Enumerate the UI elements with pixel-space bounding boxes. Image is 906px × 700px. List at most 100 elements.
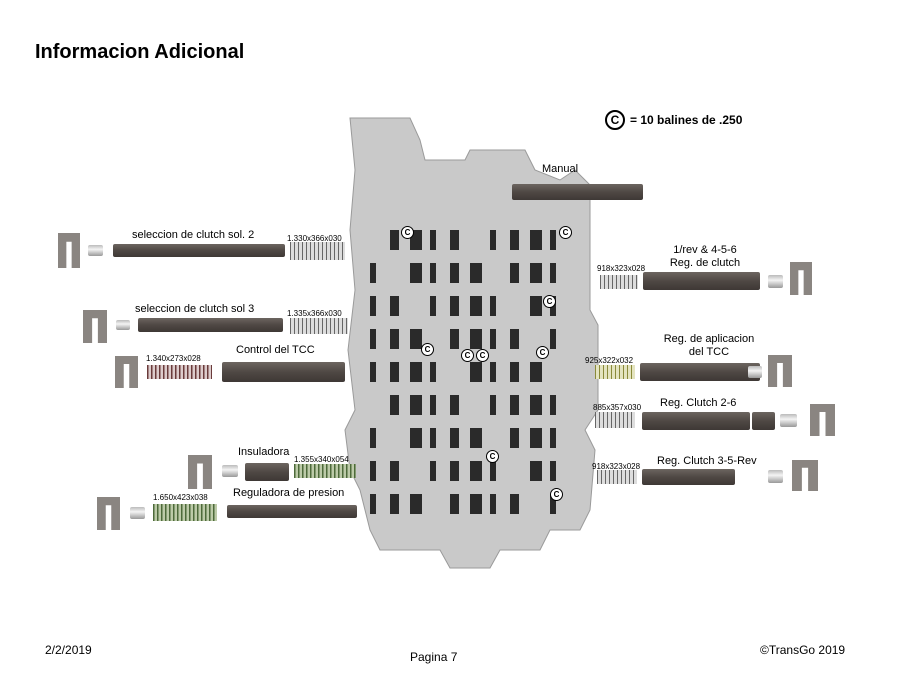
- valve-body-slot: [510, 494, 519, 514]
- valve-body-slot: [530, 395, 542, 415]
- valve-body-slot: [390, 230, 399, 250]
- spring-part: [290, 318, 348, 334]
- valve-body-slot: [470, 461, 482, 481]
- presion-label: Reguladora de presion: [233, 487, 345, 499]
- valve-body-slot: [370, 329, 376, 349]
- clip-part: [768, 355, 792, 387]
- spring-part: [147, 365, 212, 379]
- valve-body-slot: [550, 395, 556, 415]
- valve-body-slot: [530, 263, 542, 283]
- valve-body-slot: [530, 461, 542, 481]
- rev456-label-line2: Reg. de clutch: [669, 257, 741, 269]
- valve-body-slot: [530, 428, 542, 448]
- valve-body-slot: [370, 362, 376, 382]
- valve-part: [640, 363, 760, 381]
- sleeve-part: [748, 366, 762, 378]
- valve-body-slot: [390, 362, 399, 382]
- spring-part: [600, 275, 638, 289]
- valve-body-slot: [530, 230, 542, 250]
- valve-body-slot: [430, 428, 436, 448]
- valve-body-slot: [430, 362, 436, 382]
- footer-page: Pagina 7: [410, 650, 458, 664]
- valve-body-slot: [430, 263, 436, 283]
- check-ball-icon: C: [461, 349, 474, 362]
- valve-body-slot: [550, 428, 556, 448]
- valve-body-slot: [390, 494, 399, 514]
- valve-body-slot: [470, 428, 482, 448]
- check-ball-icon: C: [476, 349, 489, 362]
- tcc-apply-spring-spec: 925x322x032: [585, 356, 634, 365]
- insuladora-spring-spec: 1.355x340x054: [294, 455, 349, 464]
- rev456-label: 1/rev & 4-5-6 Reg. de clutch: [655, 244, 755, 270]
- valve-body-slot: [430, 461, 436, 481]
- valve-body-slot: [510, 395, 519, 415]
- valve-part: [245, 463, 289, 481]
- ball-symbol-icon: C: [605, 110, 625, 130]
- valve-body-slot: [410, 494, 422, 514]
- spring-part: [595, 412, 635, 428]
- tcc-control-label: Control del TCC: [236, 344, 315, 356]
- valve-body-slot: [550, 230, 556, 250]
- sleeve-part: [88, 245, 103, 256]
- valve-part: [222, 362, 345, 382]
- clip-part: [810, 404, 835, 436]
- sleeve-part: [222, 465, 238, 477]
- valve-body-slot: [490, 395, 496, 415]
- page-title: Informacion Adicional: [35, 41, 245, 63]
- valve-part: [752, 412, 775, 430]
- tcc-apply-label: Reg. de aplicacion del TCC: [650, 333, 768, 359]
- valve-body-slot: [550, 494, 556, 514]
- valve-body-slot: [490, 494, 496, 514]
- sleeve-part: [780, 414, 797, 427]
- valve-part: [642, 412, 750, 430]
- valve-body-slot: [450, 263, 459, 283]
- valve-body-slot: [450, 461, 459, 481]
- sleeve-part: [768, 275, 783, 288]
- valve-body-slot: [450, 296, 459, 316]
- valve-body-slot: [470, 263, 482, 283]
- presion-spring-spec: 1.650x423x038: [153, 493, 208, 502]
- valve-body-slot: [410, 428, 422, 448]
- sol2-spring-spec: 1.330x366x030: [287, 234, 342, 243]
- check-ball-icon: C: [401, 226, 414, 239]
- valve-body-slot: [390, 296, 399, 316]
- check-ball-icon: C: [559, 226, 572, 239]
- valve-part: [113, 244, 285, 257]
- check-ball-icon: C: [421, 343, 434, 356]
- spring-part: [153, 504, 217, 521]
- valve-body-slot: [550, 461, 556, 481]
- sleeve-part: [116, 320, 130, 330]
- spring-part: [597, 470, 637, 484]
- valve-part: [512, 184, 643, 200]
- valve-body-slot: [550, 263, 556, 283]
- valve-body-slot: [530, 296, 542, 316]
- tcc-apply-label-line2: del TCC: [688, 346, 730, 358]
- valve-body-slot: [450, 494, 459, 514]
- valve-body-slot: [410, 329, 422, 349]
- valve-body-slot: [510, 263, 519, 283]
- sol2-label: seleccion de clutch sol. 2: [132, 229, 255, 241]
- clutch35r-spring-spec: 918x323x028: [592, 462, 641, 471]
- rev456-label-line1: 1/rev & 4-5-6: [673, 244, 737, 256]
- valve-body-slot: [390, 395, 399, 415]
- clip-part: [58, 233, 80, 268]
- insuladora-label: Insuladora: [238, 446, 290, 458]
- valve-body-slot: [490, 296, 496, 316]
- valve-body-slot: [470, 362, 482, 382]
- clip-part: [792, 460, 818, 491]
- tcc-apply-label-line1: Reg. de aplicacion: [663, 333, 755, 345]
- valve-body-slot: [410, 362, 422, 382]
- clip-part: [790, 262, 812, 295]
- valve-body-slot: [510, 329, 519, 349]
- valve-body-slot: [450, 395, 459, 415]
- valve-body-slot: [410, 395, 422, 415]
- valve-body-slot: [430, 230, 436, 250]
- rev456-spring-spec: 918x323x028: [597, 264, 646, 273]
- valve-part: [643, 272, 760, 290]
- spring-part: [595, 365, 635, 379]
- valve-body-image: [344, 117, 599, 569]
- valve-body-slot: [470, 329, 482, 349]
- sleeve-part: [768, 470, 783, 483]
- valve-body-slot: [510, 230, 519, 250]
- check-ball-icon: C: [536, 346, 549, 359]
